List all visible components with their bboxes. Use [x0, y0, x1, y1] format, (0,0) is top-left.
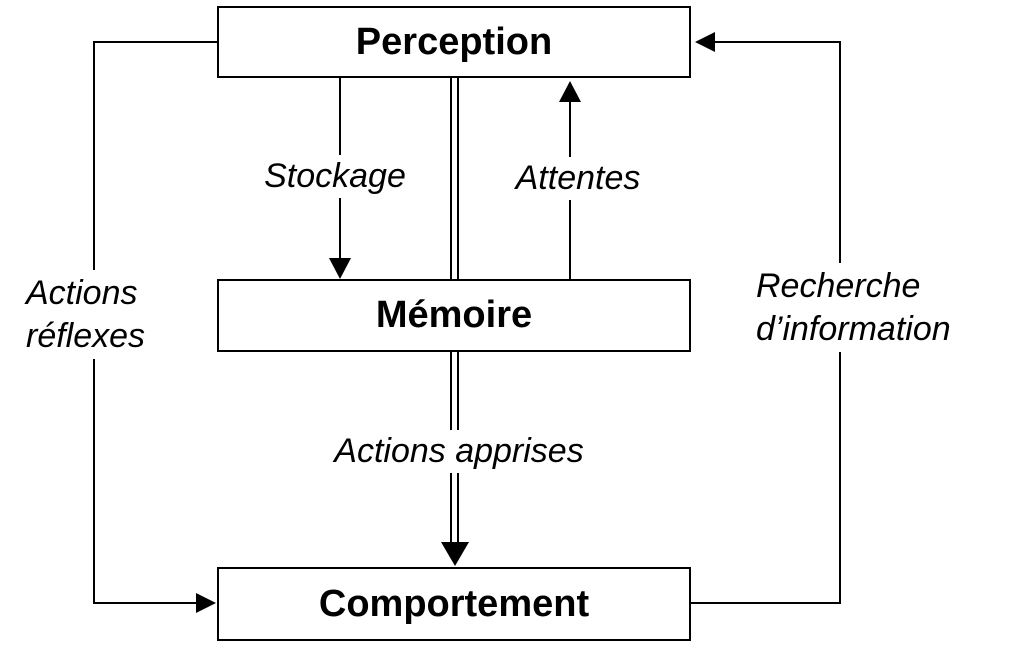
arrowhead-stockage: [329, 258, 351, 279]
node-perception: Perception: [217, 6, 691, 78]
arrowhead-recherche-information: [695, 32, 715, 52]
label-recherche-information-line2: d’information: [756, 309, 951, 348]
arrowhead-attentes: [559, 81, 581, 102]
arrowhead-actions-apprises: [441, 542, 469, 566]
label-actions-apprises: Actions apprises: [318, 430, 600, 473]
label-actions-reflexes-line2: réflexes: [26, 316, 146, 355]
label-attentes: Attentes: [500, 157, 656, 200]
label-actions-reflexes-line1: Actions: [26, 274, 138, 312]
label-recherche-information: Recherche d’information: [752, 263, 955, 352]
label-stockage: Stockage: [250, 155, 420, 198]
label-actions-reflexes: Actions réflexes: [22, 270, 150, 359]
node-memoire: Mémoire: [217, 279, 691, 352]
arrowhead-actions-reflexes: [196, 593, 216, 613]
label-recherche-information-line1: Recherche: [756, 267, 921, 305]
node-comportement: Comportement: [217, 567, 691, 641]
